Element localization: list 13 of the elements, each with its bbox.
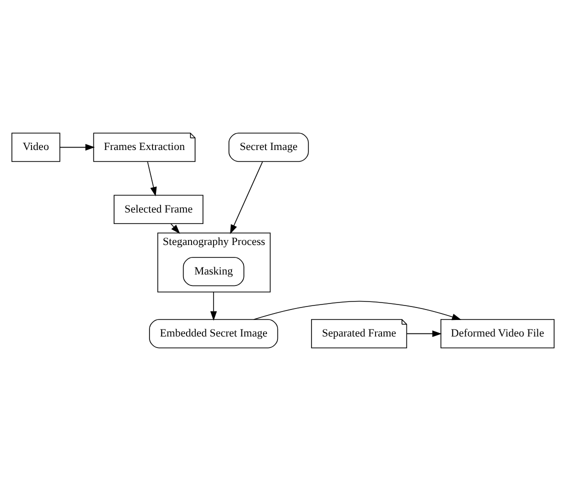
node-box: Embedded Secret Image <box>149 319 278 348</box>
node-box: Selected Frame <box>114 194 204 224</box>
arrow <box>147 161 157 196</box>
node-box: Secret Image <box>228 132 309 162</box>
node-box: Masking <box>182 257 244 286</box>
arrow <box>60 144 95 151</box>
arrow <box>406 330 442 337</box>
arrow <box>253 300 462 320</box>
node-box: Video <box>11 132 60 162</box>
node-box: Deformed Video File <box>440 319 555 348</box>
arrow <box>230 161 263 234</box>
arrow <box>170 223 180 234</box>
arrow <box>210 292 217 321</box>
